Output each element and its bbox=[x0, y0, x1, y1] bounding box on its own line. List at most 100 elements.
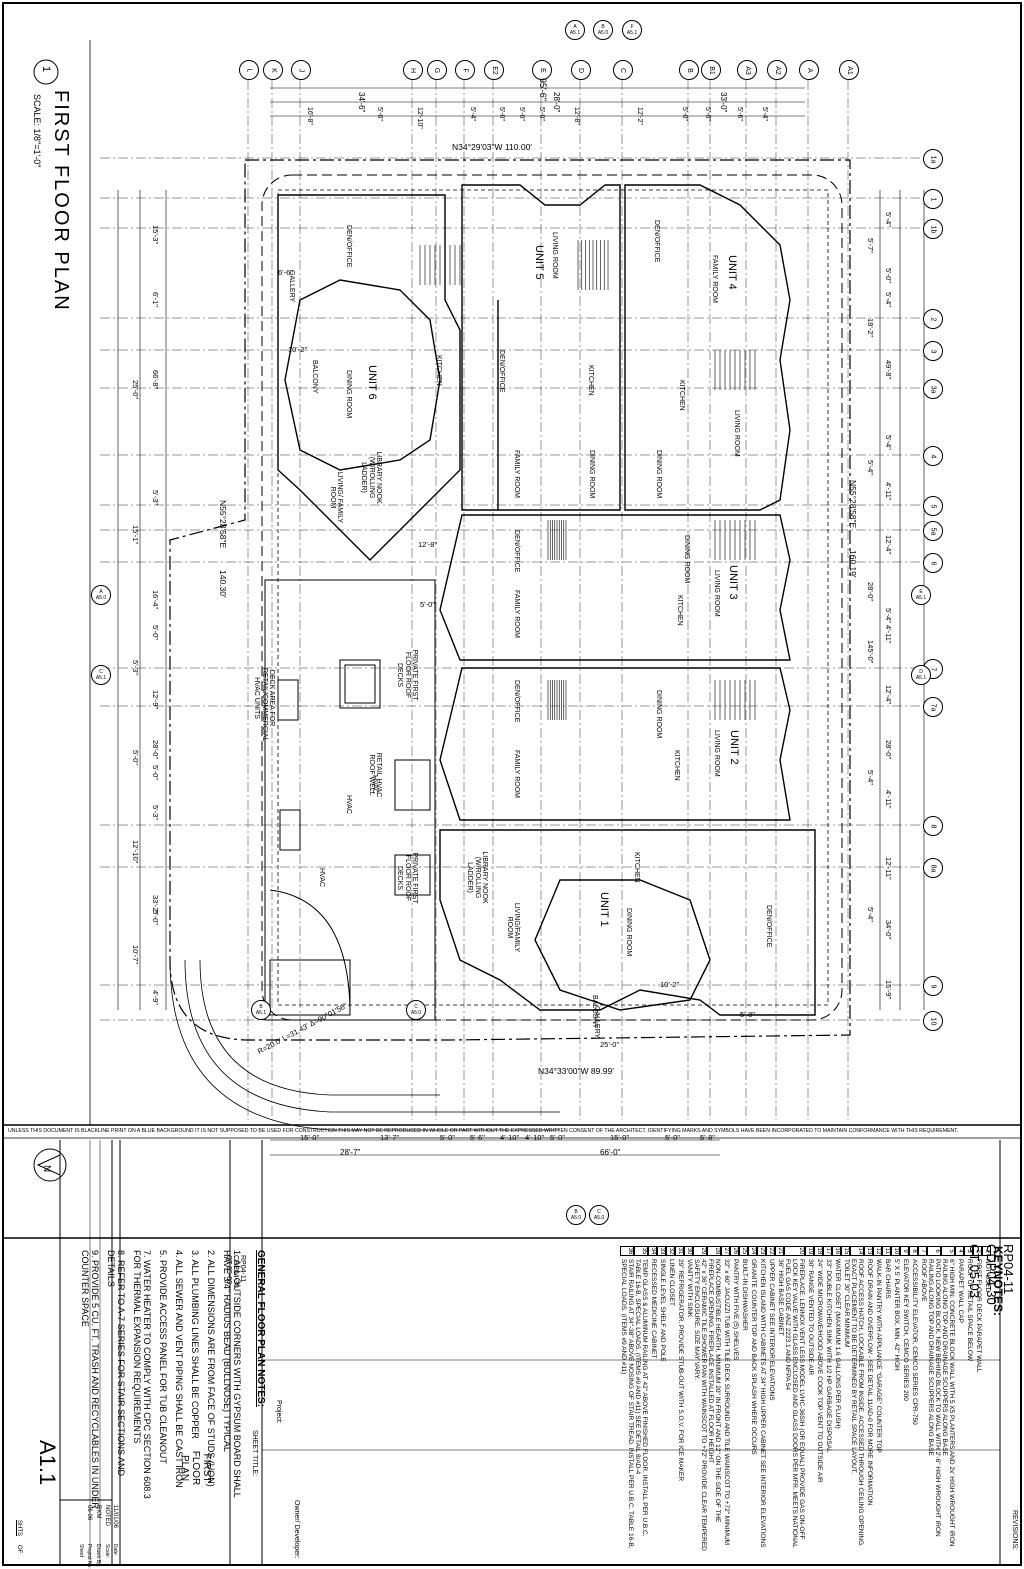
unit-label: UNIT 3 bbox=[727, 565, 739, 600]
section-tag-letter: A bbox=[99, 589, 103, 595]
general-notes-title: GENERAL FLOOR PLAN NOTES: bbox=[255, 1250, 266, 1408]
section-tag-letter: B bbox=[259, 1004, 263, 1010]
dimension-text: 12'-4" bbox=[884, 535, 893, 555]
keynote-text: ACCESSIBILITY ELEVATOR, CEMCO SERIES CPR… bbox=[911, 1259, 918, 1425]
unit-label: UNIT 4 bbox=[726, 255, 738, 290]
gridline-bubble-5: 5 bbox=[923, 496, 943, 516]
deck-label: HVAC bbox=[345, 795, 352, 814]
permit-code-2: CDP04-30 bbox=[984, 1244, 999, 1305]
gridline-bubble-7a: 7a bbox=[923, 697, 943, 717]
dim-top-total: 95'-6" bbox=[538, 78, 548, 101]
dimension-text: 5'-4" bbox=[884, 212, 893, 227]
project-label: Project: bbox=[275, 1400, 282, 1424]
dimension-text: 5'-0" bbox=[884, 268, 893, 283]
dimension-text: 10'-2" bbox=[660, 980, 680, 989]
unit-label: UNIT 5 bbox=[533, 245, 545, 280]
section-tag-sheet: A5.1 bbox=[95, 675, 107, 681]
section-tag-letter: D bbox=[919, 669, 923, 675]
dimension-text: 33'-0" bbox=[719, 92, 728, 113]
dimension-text: 5'-0" bbox=[681, 107, 688, 121]
dimension-text: 15'-0" bbox=[610, 1133, 630, 1142]
dimension-text: 5'-4" bbox=[866, 770, 875, 785]
room-label: LIBRARY NOOK (W/ROLLING LADDER) bbox=[360, 451, 382, 504]
keynote-number: 10 bbox=[891, 1246, 900, 1256]
room-label: LIVING ROOM bbox=[713, 570, 720, 617]
gridline-bubble-c: C bbox=[613, 60, 633, 80]
gridline-bubble-a1: A1 bbox=[839, 60, 859, 80]
dimension-text: 5'-0" bbox=[440, 1133, 455, 1142]
bearing-right: N55°28'58"E bbox=[848, 480, 858, 529]
keynote-number: 25 bbox=[739, 1246, 748, 1256]
room-label: KITCHEN bbox=[673, 750, 680, 781]
deck-label: PRIVATE FIRST FLOOR ROOF DECKS bbox=[396, 649, 418, 701]
dimension-text: 4'-11" bbox=[884, 625, 893, 644]
gridline-bubble-e2: E2 bbox=[484, 60, 504, 80]
keynote-number: 19 bbox=[805, 1246, 814, 1256]
room-label: FAMILY ROOM bbox=[711, 255, 718, 303]
gridline-bubble-a: A bbox=[799, 60, 819, 80]
gridline-bubble-5a: 5a bbox=[923, 521, 943, 541]
section-tag-sheet: A5.1 bbox=[626, 30, 638, 36]
dimension-text: 5'-3" bbox=[151, 490, 160, 505]
dimension-text: 5'-0" bbox=[151, 910, 160, 925]
section-tag-sheet: A5.1 bbox=[255, 1010, 267, 1016]
section-tag-sheet: A5.0 bbox=[570, 1215, 582, 1221]
dimension-text: 12'-4" bbox=[884, 685, 893, 705]
keynote-text: BAR CHAIRS bbox=[884, 1259, 891, 1299]
gridline-bubble-10: 10 bbox=[923, 1011, 943, 1031]
dimension-text: 13'-7" bbox=[380, 1133, 400, 1142]
scale-label: Scale: bbox=[104, 1544, 110, 1558]
keynote-text: 32" x 60" JACUZZI TUB WITH TILE DECK SUR… bbox=[723, 1259, 730, 1546]
deck-label: DECK AREA FOR RETAIL/COMMERCIAL HVAC UNI… bbox=[253, 668, 275, 742]
keynote-number: 13 bbox=[864, 1246, 873, 1256]
dimension-text: 12'-9" bbox=[151, 690, 160, 710]
date-label: Date: bbox=[112, 1544, 118, 1556]
room-label: DEN/OFFICE bbox=[765, 905, 772, 948]
room-label: LIVING ROOM bbox=[713, 730, 720, 777]
keynote-text: BUILT-IN DISHWASHER bbox=[741, 1259, 748, 1331]
title-block-codes: RP04-11 CDP04-30 CT 05-03 bbox=[225, 1255, 246, 1288]
dimension-text: 12'-10" bbox=[131, 840, 140, 864]
keynote-text: WALK-IN PANTRY WITH APPLIANCE "GARAGE" C… bbox=[875, 1259, 882, 1453]
gridline-bubble-a3: A3 bbox=[737, 60, 757, 80]
keynote-text: PARAPET WALL CAP bbox=[957, 1259, 964, 1323]
project-no-value: 06-06 bbox=[86, 1505, 92, 1521]
dimension-text: 5'-4" bbox=[866, 907, 875, 922]
dimension-text: 6'-1" bbox=[151, 292, 160, 307]
room-label: KITCHEN bbox=[676, 595, 683, 626]
dimension-text: 6'-6" bbox=[278, 268, 293, 277]
gridline-bubble-8a: 8a bbox=[923, 858, 943, 878]
sheets-label: SHTS bbox=[16, 1520, 22, 1537]
section-tag-letter: C bbox=[99, 669, 103, 675]
dimension-text: 18'-2" bbox=[866, 318, 875, 338]
keynote-text: 30" RANGE VENTED TO OUTSIDE AIR bbox=[807, 1259, 814, 1376]
dimension-text: 15'-9" bbox=[884, 980, 893, 1000]
keynote-text: GRANITE COUNTER TOP AND BACK SPLASH WHER… bbox=[750, 1259, 757, 1455]
dimension-text: 5'-4" bbox=[884, 435, 893, 450]
dimension-text: 5'-4" bbox=[866, 460, 875, 475]
gridline-bubble-6: 6 bbox=[923, 553, 943, 573]
keynote-text: LINEN CLOSET bbox=[668, 1259, 675, 1306]
section-tag-sheet: A5.1 bbox=[915, 675, 927, 681]
section-tag-letter: C bbox=[414, 1004, 418, 1010]
gridline-bubble-e: E bbox=[532, 60, 552, 80]
dimension-text: 5'-0" bbox=[420, 600, 435, 609]
room-label: DEN/OFFICE bbox=[345, 225, 352, 268]
room-label: LIVING ROOM bbox=[733, 410, 740, 457]
bearing-bottom: N34°33'00"W 89.99' bbox=[538, 1066, 614, 1076]
gridline-bubble-f: F bbox=[455, 60, 475, 80]
bearing-left: N55°28'58"E bbox=[218, 500, 228, 549]
